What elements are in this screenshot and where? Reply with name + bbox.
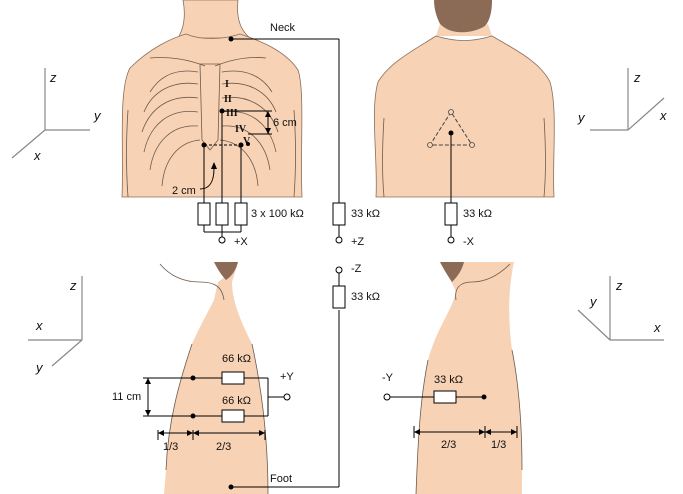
eleven-cm-label: 11 cm bbox=[112, 391, 141, 403]
terminal-pos-x: +X bbox=[234, 236, 248, 248]
axis-x-label: x bbox=[653, 320, 661, 335]
position-III: III bbox=[226, 108, 238, 119]
res-33k-y-label: 33 kΩ bbox=[434, 374, 463, 386]
axis-y-label: y bbox=[577, 110, 586, 125]
axis-z-label: z bbox=[633, 70, 641, 85]
axis-x-label: x bbox=[659, 108, 667, 123]
right-side-electrode: -Y 33 kΩ 2/3 1/3 bbox=[382, 372, 518, 451]
position-I: I bbox=[225, 79, 229, 90]
axes-bottom-left: z x y bbox=[28, 276, 83, 375]
axes-bottom-right: z y x bbox=[577, 276, 664, 341]
res-33k-negz-label: 33 kΩ bbox=[351, 291, 380, 303]
position-II: II bbox=[224, 94, 232, 105]
neck-foot-wiring: Neck Foot bbox=[228, 22, 340, 490]
axis-z-label: z bbox=[49, 70, 57, 85]
foot-label: Foot bbox=[270, 473, 292, 485]
position-IV: IV bbox=[235, 124, 247, 135]
back-torso bbox=[373, 0, 555, 198]
axis-z-label: z bbox=[615, 278, 623, 293]
z-lead-wiring: 33 kΩ +Z -Z 33 kΩ bbox=[332, 202, 380, 309]
axis-y-label: y bbox=[589, 294, 598, 309]
terminal-pos-y: +Y bbox=[280, 371, 294, 383]
axis-x-label: x bbox=[33, 148, 41, 163]
terminal-neg-y: -Y bbox=[382, 372, 394, 384]
res-66k-top-label: 66 kΩ bbox=[222, 353, 251, 365]
two-cm-label: 2 cm bbox=[172, 185, 196, 197]
side-body-right bbox=[415, 262, 523, 494]
res-66k-bottom-label: 66 kΩ bbox=[222, 395, 251, 407]
left-side-electrodes: 66 kΩ 66 kΩ +Y 11 cm 1/3 2/3 bbox=[112, 353, 294, 453]
chest-electrodes: I II III IV V 6 cm 2 cm 3 x 100 kΩ bbox=[172, 79, 304, 248]
terminal-pos-z: +Z bbox=[351, 236, 364, 248]
six-cm-label: 6 cm bbox=[273, 117, 297, 129]
position-V: V bbox=[243, 136, 251, 147]
frac-right-two-third: 2/3 bbox=[441, 439, 456, 451]
axis-y-label: y bbox=[35, 360, 44, 375]
res-3x100k-label: 3 x 100 kΩ bbox=[251, 208, 304, 220]
axes-top-right: z y x bbox=[577, 68, 667, 131]
terminal-neg-x: -X bbox=[463, 236, 475, 248]
frac-left-one-third: 1/3 bbox=[163, 441, 178, 453]
axis-z-label: z bbox=[69, 278, 77, 293]
back-electrode: 33 kΩ -X bbox=[427, 109, 492, 248]
axis-x-label: x bbox=[35, 318, 43, 333]
front-torso bbox=[121, 0, 303, 198]
res-33k-x-label: 33 kΩ bbox=[463, 208, 492, 220]
axis-y-label: y bbox=[93, 108, 102, 123]
frac-left-two-third: 2/3 bbox=[216, 441, 231, 453]
terminal-neg-z: -Z bbox=[351, 263, 362, 275]
frac-right-one-third: 1/3 bbox=[491, 439, 506, 451]
res-33k-z-label: 33 kΩ bbox=[351, 208, 380, 220]
neck-label: Neck bbox=[270, 22, 296, 34]
axes-top-left: z y x bbox=[11, 68, 102, 163]
